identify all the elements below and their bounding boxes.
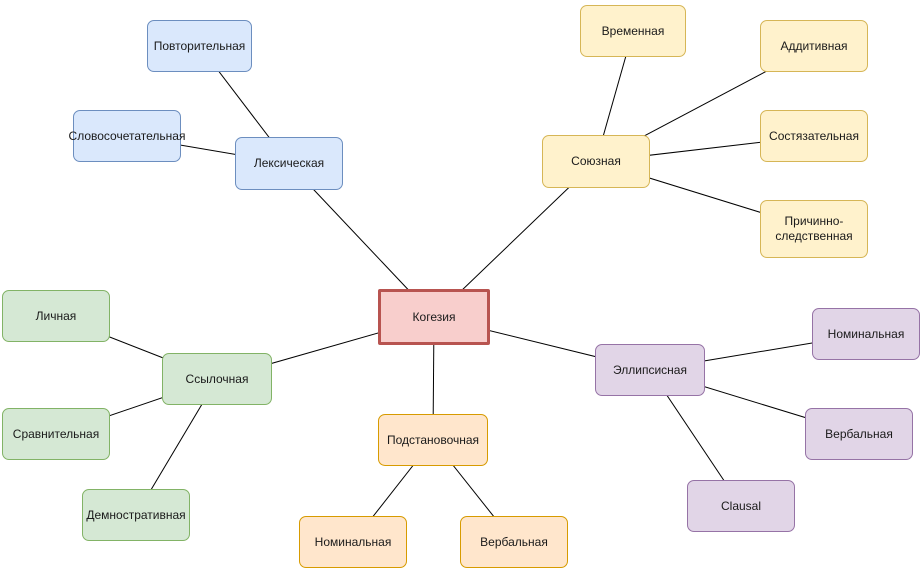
node-label: Демностративная: [86, 507, 186, 522]
node-kogeziya[interactable]: Когезия: [378, 289, 490, 345]
node-povtoritelnaya[interactable]: Повторительная: [147, 20, 252, 72]
node-verbalnaya-ellips[interactable]: Вербальная: [805, 408, 913, 460]
node-label: Номинальная: [314, 534, 392, 549]
node-label: Состязательная: [769, 128, 859, 143]
node-vremennaya[interactable]: Временная: [580, 5, 686, 57]
node-sravnitelnaya[interactable]: Сравнительная: [2, 408, 110, 460]
node-lichnaya[interactable]: Личная: [2, 290, 110, 342]
node-label: Ссылочная: [185, 371, 249, 386]
node-label: Временная: [601, 23, 665, 38]
node-podstanovochnaya[interactable]: Подстановочная: [378, 414, 488, 466]
node-nominalnaya-podst[interactable]: Номинальная: [299, 516, 407, 568]
node-ssylochnaya[interactable]: Ссылочная: [162, 353, 272, 405]
node-label: Вербальная: [480, 534, 548, 549]
node-label: Союзная: [571, 154, 621, 168]
node-label: Личная: [35, 308, 77, 323]
node-demnostrativnaya[interactable]: Демностративная: [82, 489, 190, 541]
node-clausal[interactable]: Clausal: [687, 480, 795, 532]
node-sostyazatelnaya[interactable]: Состязательная: [760, 110, 868, 162]
node-label: Когезия: [412, 309, 456, 324]
node-ellipsisnaya[interactable]: Эллипсисная: [595, 344, 705, 396]
node-label: Словосочетательная: [68, 128, 186, 143]
node-label: Clausal: [720, 498, 762, 513]
node-additivnaya[interactable]: Аддитивная: [760, 20, 868, 72]
node-label: Лексическая: [253, 156, 325, 170]
node-prichinno-sledstvennaya[interactable]: Причинно-следственная: [760, 200, 868, 258]
node-leksicheskaya[interactable]: Лексическая: [235, 137, 343, 190]
node-label: Номинальная: [827, 326, 905, 341]
node-label: Аддитивная: [780, 38, 848, 53]
node-verbalnaya-podst[interactable]: Вербальная: [460, 516, 568, 568]
node-slovosochetatelnaya[interactable]: Словосочетательная: [69, 110, 185, 162]
node-label: Причинно-следственная: [775, 214, 853, 243]
node-nominalnaya-ellips[interactable]: Номинальная: [812, 308, 920, 360]
node-soyuznaya[interactable]: Союзная: [542, 135, 650, 188]
node-label: Эллипсисная: [613, 362, 687, 377]
node-label: Вербальная: [825, 426, 893, 441]
node-label: Подстановочная: [386, 432, 480, 447]
node-label: Сравнительная: [12, 426, 100, 441]
node-label: Повторительная: [153, 38, 246, 53]
